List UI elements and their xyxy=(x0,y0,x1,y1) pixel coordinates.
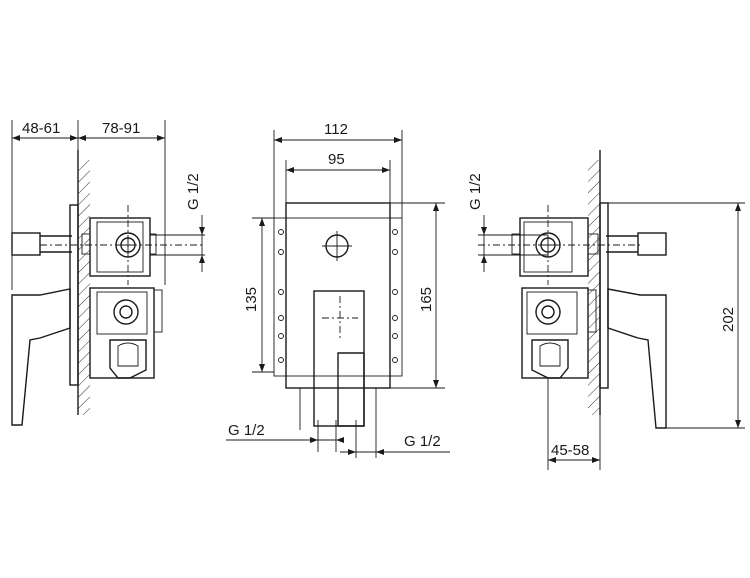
right-dim-wall-depth: 45-58 xyxy=(551,442,589,459)
left-dim-body-depth: 78-91 xyxy=(102,120,140,137)
front-lever xyxy=(313,290,365,427)
left-lever-handle xyxy=(11,288,71,426)
right-wall-hatch xyxy=(588,160,600,415)
right-side-view: G 1/2 202 45-58 xyxy=(467,150,745,470)
left-wall-hatch xyxy=(78,160,90,415)
front-dim-inner-height: 135 xyxy=(243,287,260,312)
right-mixer-port xyxy=(535,299,561,325)
front-dim-inner-width: 95 xyxy=(328,151,345,168)
front-dim-thread-right: G 1/2 xyxy=(404,433,441,450)
front-dim-outer-height: 165 xyxy=(418,287,435,312)
left-pipe-stub xyxy=(11,232,41,256)
left-cover-plate xyxy=(69,204,79,386)
left-side-view: G 1/2 48-61 78-91 xyxy=(11,120,205,426)
left-thread-label: G 1/2 xyxy=(185,173,202,210)
left-dim-wall-depth: 48-61 xyxy=(22,120,60,137)
left-mixer-body xyxy=(89,287,155,379)
front-mounting-holes xyxy=(278,229,398,363)
left-outlet-spout xyxy=(109,339,147,379)
right-thread-label: G 1/2 xyxy=(467,173,484,210)
left-diverter-body xyxy=(89,217,151,277)
right-pipe-stub xyxy=(637,232,667,256)
front-dim-thread-left: G 1/2 xyxy=(228,422,265,439)
front-dim-outer-width: 112 xyxy=(324,121,348,138)
left-mixer-port xyxy=(113,299,139,325)
right-lever-handle xyxy=(607,288,667,429)
right-outlet-spout xyxy=(531,339,569,379)
right-dim-total-height: 202 xyxy=(720,307,737,332)
right-cover-plate xyxy=(599,202,609,389)
front-view: 112 95 135 165 G 1/2 G 1/2 xyxy=(226,121,450,458)
